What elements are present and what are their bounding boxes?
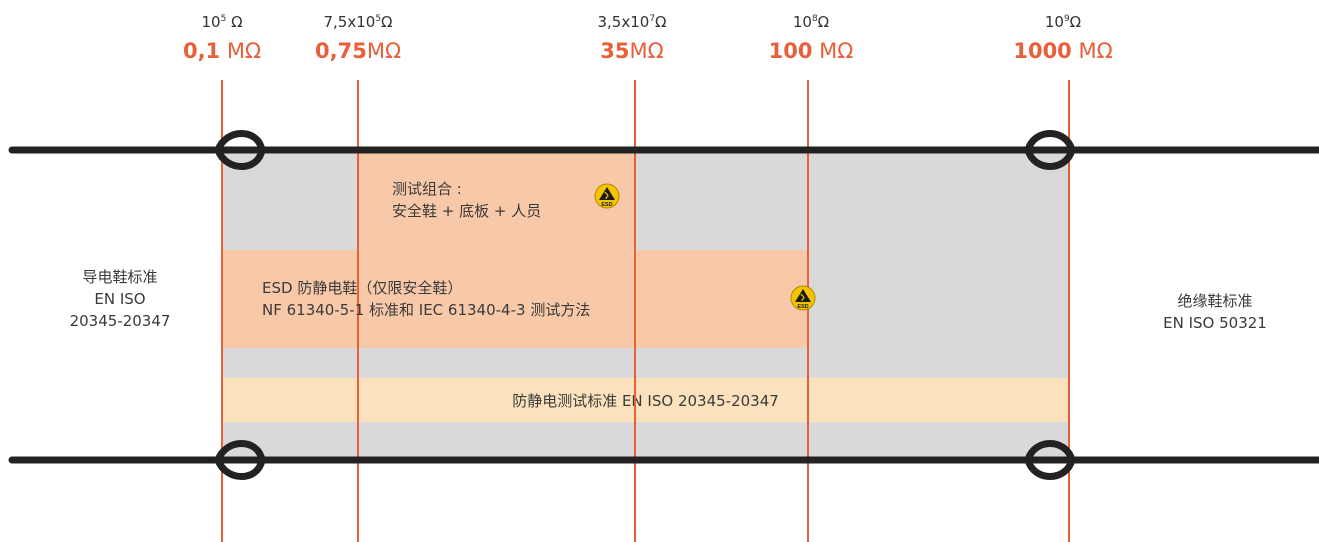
bottom-left-knot (214, 440, 266, 480)
marker-line-1000 (1068, 80, 1070, 542)
esd-shoe-label: ESD 防静电鞋（仅限安全鞋） NF 61340-5-1 标准和 IEC 613… (262, 279, 591, 319)
top-right-knot (1024, 130, 1076, 170)
marker-line-35 (634, 80, 636, 542)
bottom-right-knot (1024, 440, 1076, 480)
marker-megaohm: 1000 MΩ (1013, 39, 1113, 63)
svg-text:ESD: ESD (797, 304, 808, 310)
conductive-shoe-standard: 导电鞋标准 EN ISO 20345-20347 (69, 268, 171, 330)
marker-scientific: 108Ω (792, 13, 830, 31)
combination-test-zone (358, 150, 635, 250)
antistatic-test-label: 防静电测试标准 EN ISO 20345-20347 (512, 391, 779, 410)
marker-label-0-75: 7,5x105Ω 0,75MΩ (278, 12, 438, 66)
marker-line-0-75 (357, 80, 359, 542)
marker-label-100: 108Ω 100 MΩ (731, 12, 891, 66)
esd-warning-icon: ESD (594, 183, 620, 209)
marker-line-0-1 (221, 80, 223, 542)
marker-megaohm: 0,1 MΩ (182, 39, 262, 63)
marker-scientific: 109Ω (1044, 13, 1082, 31)
antistatic-test-band: 防静电测试标准 EN ISO 20345-20347 (222, 378, 1069, 422)
esd-warning-icon: ESD (790, 285, 816, 311)
top-left-knot (214, 130, 266, 170)
marker-megaohm: 35MΩ (600, 39, 664, 63)
marker-label-1000: 109Ω 1000 MΩ (983, 12, 1143, 66)
marker-line-100 (807, 80, 809, 542)
insulating-shoe-standard: 绝缘鞋标准 EN ISO 50321 (1163, 292, 1267, 332)
esd-shoe-zone (222, 250, 808, 348)
marker-scientific: 105 Ω (201, 13, 243, 31)
marker-scientific: 3,5x107Ω (597, 13, 667, 31)
marker-megaohm: 0,75MΩ (315, 39, 401, 63)
marker-label-35: 3,5x107Ω 35MΩ (552, 12, 712, 66)
marker-scientific: 7,5x105Ω (323, 13, 393, 31)
marker-label-0-1: 105 Ω 0,1 MΩ (142, 12, 302, 66)
marker-megaohm: 100 MΩ (768, 39, 854, 63)
combination-test-label: 测试组合 : 安全鞋 + 底板 + 人员 (392, 180, 542, 220)
svg-text:ESD: ESD (601, 202, 612, 208)
